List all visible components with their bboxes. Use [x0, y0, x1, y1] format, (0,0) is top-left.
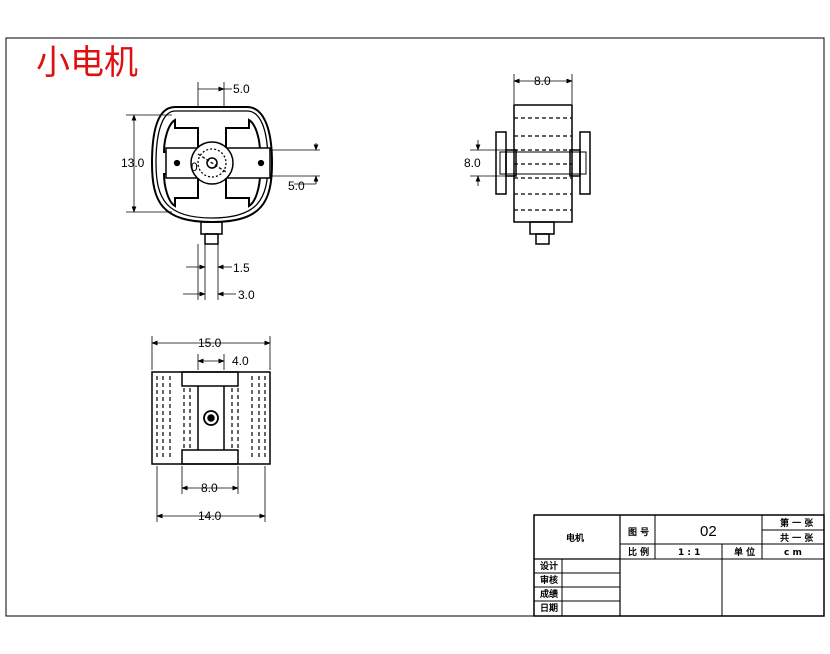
title-block-row-review: 审核: [540, 574, 558, 586]
front-view-dimensions: [126, 82, 320, 300]
dim-front-shaft-out: 3.0: [238, 288, 255, 302]
title-block-total-label: 共 一 张: [780, 532, 814, 544]
title-block-scale-label: 比 例: [628, 546, 649, 558]
dim-front-top: 5.0: [233, 82, 250, 96]
drawing-title: 小电机: [36, 43, 138, 83]
dim-top-bottom-overall: 14.0: [198, 509, 222, 523]
title-block-row-date: 日期: [540, 602, 558, 614]
dim-front-side: 5.0: [288, 179, 305, 193]
dim-side-width: 8.0: [534, 74, 551, 88]
side-view: [495, 104, 591, 245]
title-block-scale: 1 : 1: [678, 548, 700, 558]
dim-front-height: 13.0: [121, 156, 145, 170]
title-block: [533, 514, 825, 617]
title-block-row-design: 设计: [540, 560, 558, 572]
drawing-frame: [5, 37, 825, 617]
title-block-drawing-no-label: 图 号: [628, 527, 649, 538]
title-block-unit-label: 单 位: [734, 546, 755, 558]
dim-front-shaft-in: 1.5: [233, 261, 250, 275]
dim-top-overall: 15.0: [198, 336, 222, 350]
top-view-dimensions: [151, 336, 271, 522]
dim-side-height: 8.0: [464, 156, 481, 170]
title-block-part-name: 电机: [566, 532, 584, 544]
title-block-row-grade: 成绩: [540, 588, 558, 600]
side-view-dimensions: [470, 74, 573, 186]
title-block-drawing-no: 02: [700, 523, 717, 540]
dim-front-center-mark: 0: [191, 160, 198, 174]
dim-top-bottom-inner: 8.0: [201, 481, 218, 495]
front-view: [150, 106, 274, 245]
title-block-sheet-label: 第 一 张: [780, 517, 814, 529]
title-block-unit: c m: [784, 548, 802, 558]
dim-top-inner: 4.0: [232, 354, 249, 368]
top-view: [151, 371, 271, 465]
